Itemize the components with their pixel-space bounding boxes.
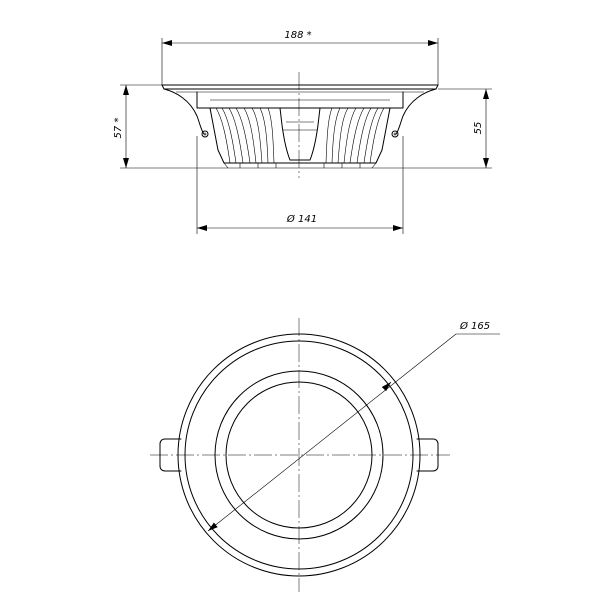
overall-height-label: 57 * xyxy=(113,118,124,139)
dimension-body-height: 55 xyxy=(372,88,492,169)
dimension-overall-width: 188 * xyxy=(161,30,439,85)
body-diameter-label: Ø 141 xyxy=(286,213,317,225)
top-view xyxy=(150,318,450,592)
cutout-diameter-label: Ø 165 xyxy=(459,320,490,332)
dimension-body-diameter: Ø 141 xyxy=(196,136,404,234)
body-height-label: 55 xyxy=(473,122,484,135)
dimension-overall-height: 57 * xyxy=(113,84,228,169)
side-view xyxy=(161,72,439,178)
overall-width-label: 188 * xyxy=(284,30,311,41)
dimension-cutout-diameter: Ø 165 xyxy=(207,320,500,532)
